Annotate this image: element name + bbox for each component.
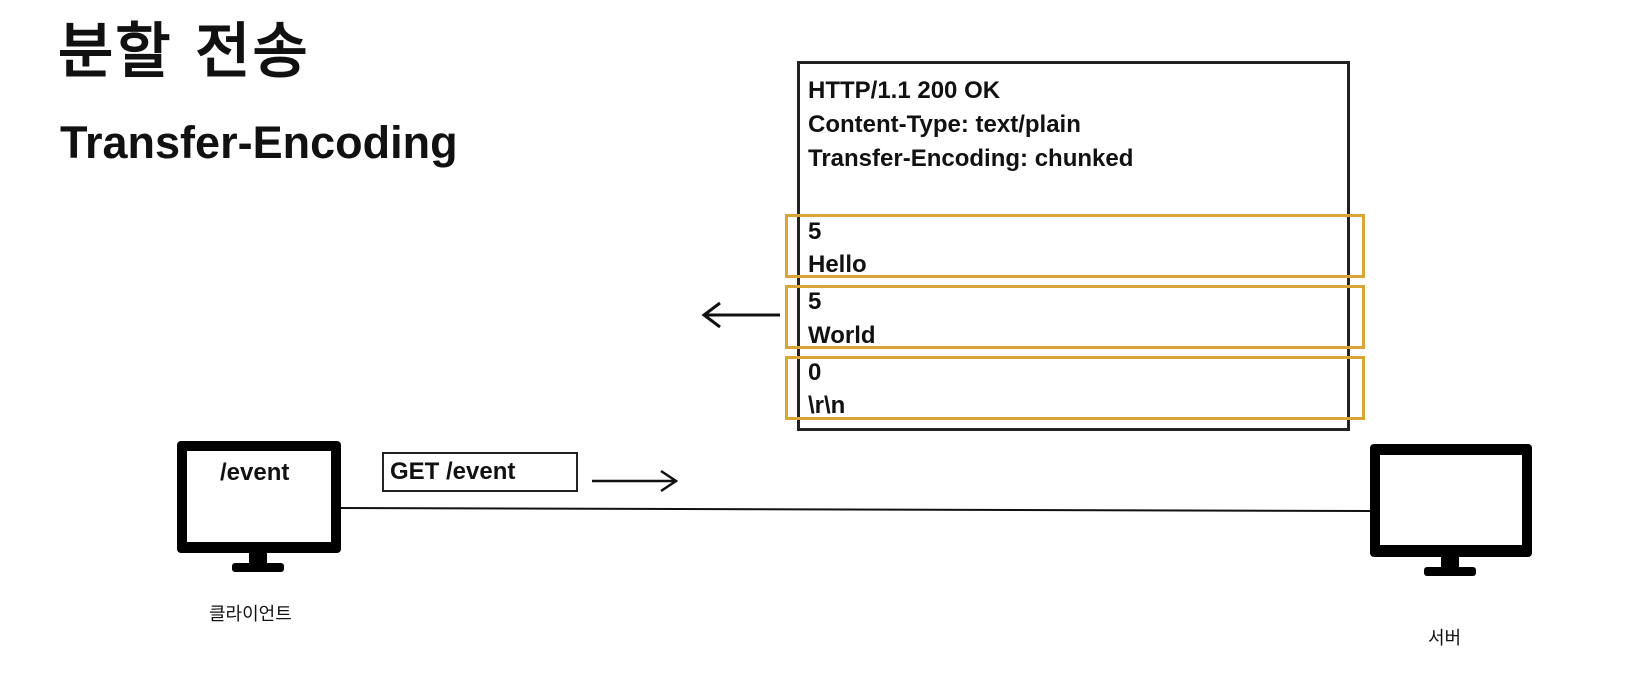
chunk-1-box — [785, 214, 1365, 278]
client-screen-url: /event — [220, 459, 290, 486]
request-line: GET /event — [390, 458, 516, 485]
arrow-right-icon — [592, 469, 679, 493]
page-subtitle: Transfer-Encoding — [60, 117, 458, 168]
server-label: 서버 — [1428, 628, 1462, 649]
http-response-box — [797, 61, 1350, 431]
content-type-header: Content-Type: text/plain — [808, 111, 1081, 138]
transfer-encoding-header: Transfer-Encoding: chunked — [808, 145, 1134, 172]
response-status-line: HTTP/1.1 200 OK — [808, 77, 1001, 104]
chunk-1-size: 5 — [808, 218, 822, 245]
request-box — [382, 452, 578, 492]
client-label: 클라이언트 — [209, 604, 292, 625]
connection-line — [339, 507, 1371, 512]
chunk-2-box — [785, 285, 1365, 349]
chunk-2-size: 5 — [808, 288, 822, 315]
chunk-2-data: World — [808, 322, 876, 349]
chunk-3-data: \r\n — [808, 392, 846, 419]
chunk-3-size: 0 — [808, 359, 822, 386]
chunk-3-box — [785, 356, 1365, 420]
arrow-left-icon — [701, 301, 780, 329]
page-title: 분할 전송 — [58, 17, 310, 87]
chunk-1-data: Hello — [808, 251, 867, 278]
